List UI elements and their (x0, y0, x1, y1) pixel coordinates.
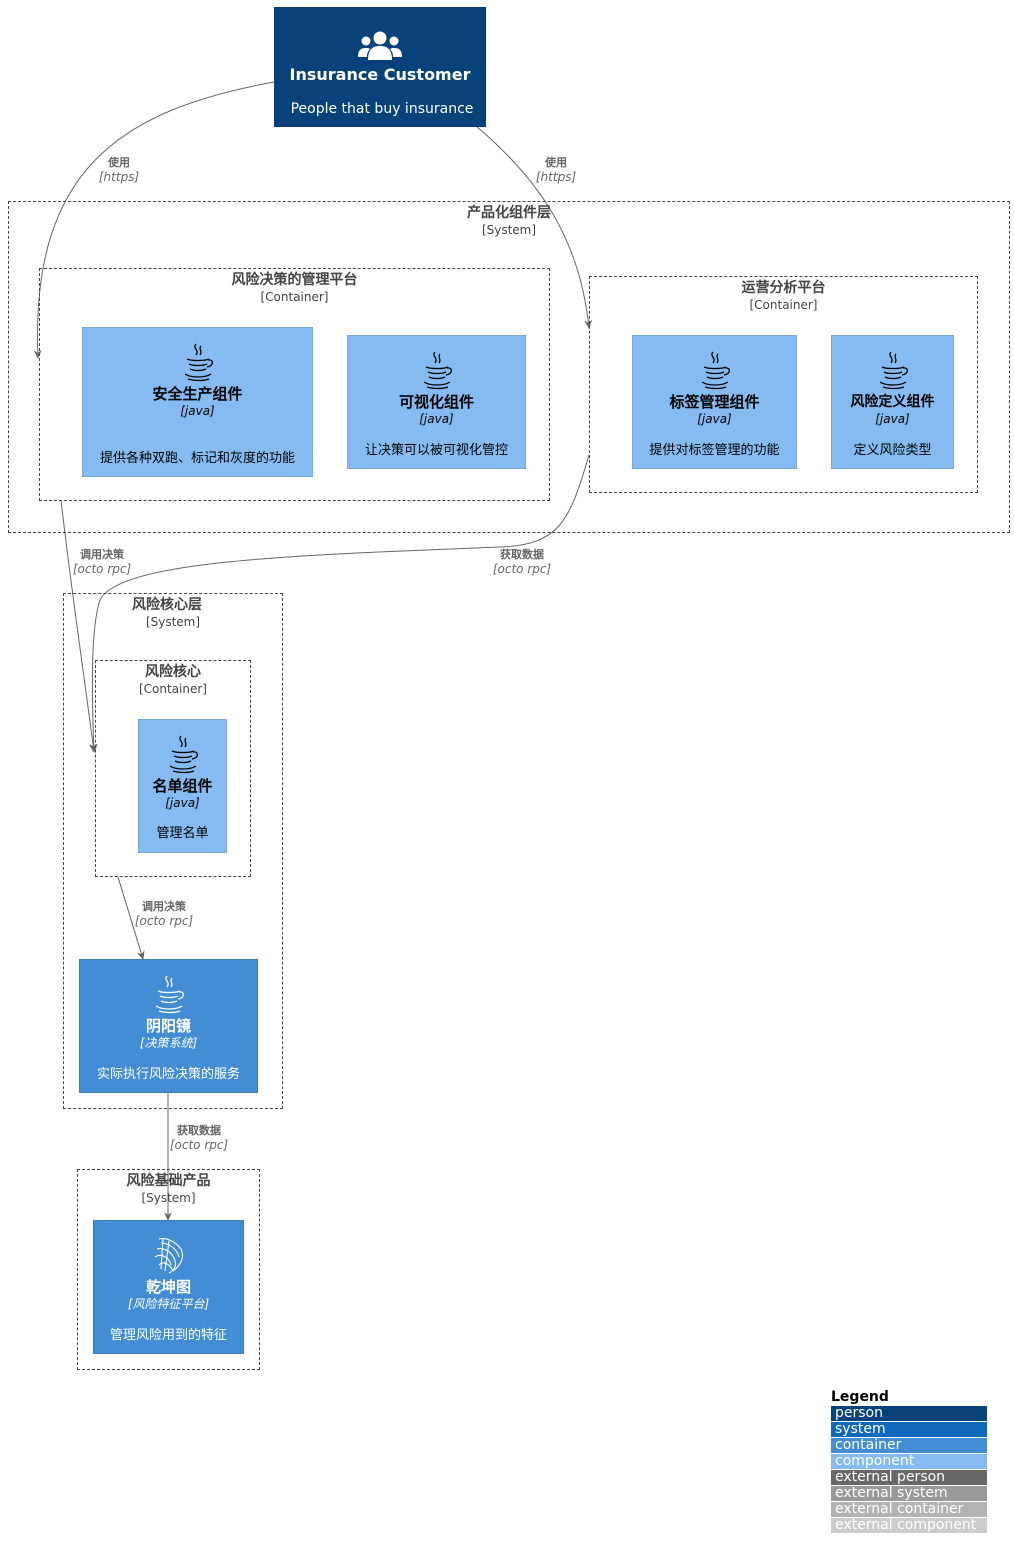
edge-label-use-left: 使用 [https] (79, 156, 159, 184)
person-description: People that buy insurance (290, 101, 474, 117)
edge-label-use-right: 使用 [https] (516, 156, 596, 184)
boundary-type: [System] (145, 615, 201, 629)
edge-label-text: 调用决策 (142, 900, 186, 913)
boundary-product-layer[interactable]: 产品化组件层 [System] (8, 201, 1010, 533)
edge-label-tech: [https] (535, 170, 577, 184)
component-visualization[interactable]: 可视化组件 [java] 让决策可以被可视化管控 (347, 335, 526, 469)
component-title: 标签管理组件 (669, 393, 760, 411)
edge-label-text: 使用 (108, 156, 130, 169)
container-tech: [决策系统] (139, 1036, 198, 1050)
component-title: 安全生产组件 (152, 385, 243, 403)
java-icon (83, 342, 312, 382)
legend-item-external-system: external system (831, 1486, 987, 1501)
edge-label-tech: [octo rpc] (72, 562, 132, 576)
person-title: Insurance Customer (289, 65, 471, 84)
component-tech: [java] (419, 412, 454, 426)
sqlserver-icon (94, 1235, 243, 1275)
edge-label-text: 调用决策 (80, 548, 124, 561)
edge-label-text: 获取数据 (500, 548, 544, 561)
legend-title: Legend (831, 1389, 889, 1405)
container-title: 乾坤图 (145, 1278, 191, 1296)
java-icon (139, 734, 226, 774)
legend-item-component: component (831, 1454, 987, 1469)
component-description: 让决策可以被可视化管控 (364, 443, 508, 458)
java-icon (80, 974, 257, 1014)
boundary-title: 风险核心 (145, 664, 201, 680)
container-description: 实际执行风险决策的服务 (96, 1067, 240, 1082)
legend-item-system: system (831, 1422, 987, 1437)
boundary-type: [Container] (749, 298, 818, 312)
component-risk-definition[interactable]: 风险定义组件 [java] 定义风险类型 (831, 335, 954, 469)
boundary-title: 运营分析平台 (741, 280, 826, 296)
edge-label-call-decision-2: 调用决策 [octo rpc] (124, 900, 204, 928)
container-tech: [风险特征平台] (127, 1297, 210, 1311)
component-title: 风险定义组件 (850, 394, 935, 410)
boundary-type: [System] (141, 1191, 196, 1205)
component-tag-management[interactable]: 标签管理组件 [java] 提供对标签管理的功能 (632, 335, 797, 469)
component-description: 提供对标签管理的功能 (649, 443, 780, 458)
legend-item-external-component: external component (831, 1518, 987, 1533)
java-icon (633, 350, 796, 390)
legend: Legend person system container component… (831, 1389, 987, 1533)
component-name-list[interactable]: 名单组件 [java] 管理名单 (138, 719, 227, 853)
container-title: 阴阳镜 (145, 1017, 191, 1035)
legend-item-external-person: external person (831, 1470, 987, 1485)
component-tech: [java] (697, 412, 732, 426)
container-yinyang-mirror[interactable]: 阴阳镜 [决策系统] 实际执行风险决策的服务 (79, 959, 258, 1093)
boundary-type: [System] (481, 223, 537, 237)
java-icon (832, 350, 953, 390)
boundary-title: 风险决策的管理平台 (231, 272, 358, 288)
edge-label-call-decision-1: 调用决策 [octo rpc] (62, 548, 142, 576)
component-description: 管理名单 (156, 826, 209, 841)
edge-label-text: 获取数据 (177, 1124, 221, 1137)
users-icon (275, 30, 485, 64)
component-tech: [java] (180, 404, 215, 418)
boundary-ops-analysis-platform[interactable]: 运营分析平台 [Container] (589, 276, 978, 493)
container-qiankun-map[interactable]: 乾坤图 [风险特征平台] 管理风险用到的特征 (93, 1220, 244, 1354)
edge-label-text: 使用 (545, 156, 567, 169)
boundary-risk-core-layer[interactable]: 风险核心层 [System] (63, 593, 283, 1109)
edge-label-tech: [octo rpc] (492, 562, 552, 576)
boundary-type: [Container] (138, 682, 207, 696)
container-description: 管理风险用到的特征 (109, 1328, 227, 1343)
component-tech: [java] (165, 796, 200, 810)
component-description: 提供各种双跑、标记和灰度的功能 (99, 451, 295, 466)
java-icon (348, 350, 525, 390)
component-tech: [java] (875, 412, 910, 426)
boundary-risk-core[interactable]: 风险核心 [Container] (95, 660, 251, 877)
component-title: 名单组件 (152, 777, 213, 795)
edge-label-tech: [https] (98, 170, 140, 184)
component-title: 可视化组件 (398, 393, 474, 411)
boundary-risk-base-product[interactable]: 风险基础产品 [System] (77, 1169, 260, 1370)
edge-label-tech: [octo rpc] (169, 1138, 229, 1152)
person-insurance-customer[interactable]: Insurance Customer People that buy insur… (274, 7, 486, 127)
legend-item-person: person (831, 1406, 987, 1421)
boundary-type: [Container] (260, 290, 329, 304)
edge-label-tech: [octo rpc] (134, 914, 194, 928)
component-description: 定义风险类型 (853, 443, 932, 458)
boundary-title: 产品化组件层 (467, 205, 551, 221)
edge-label-fetch-data-1: 获取数据 [octo rpc] (482, 548, 562, 576)
legend-item-container: container (831, 1438, 987, 1453)
component-safety-production[interactable]: 安全生产组件 [java] 提供各种双跑、标记和灰度的功能 (82, 327, 313, 477)
boundary-title: 风险核心层 (132, 597, 202, 613)
legend-item-external-container: external container (831, 1502, 987, 1517)
boundary-title: 风险基础产品 (126, 1173, 211, 1189)
edge-label-fetch-data-2: 获取数据 [octo rpc] (159, 1124, 239, 1152)
boundary-risk-mgmt-platform[interactable]: 风险决策的管理平台 [Container] (39, 268, 550, 501)
